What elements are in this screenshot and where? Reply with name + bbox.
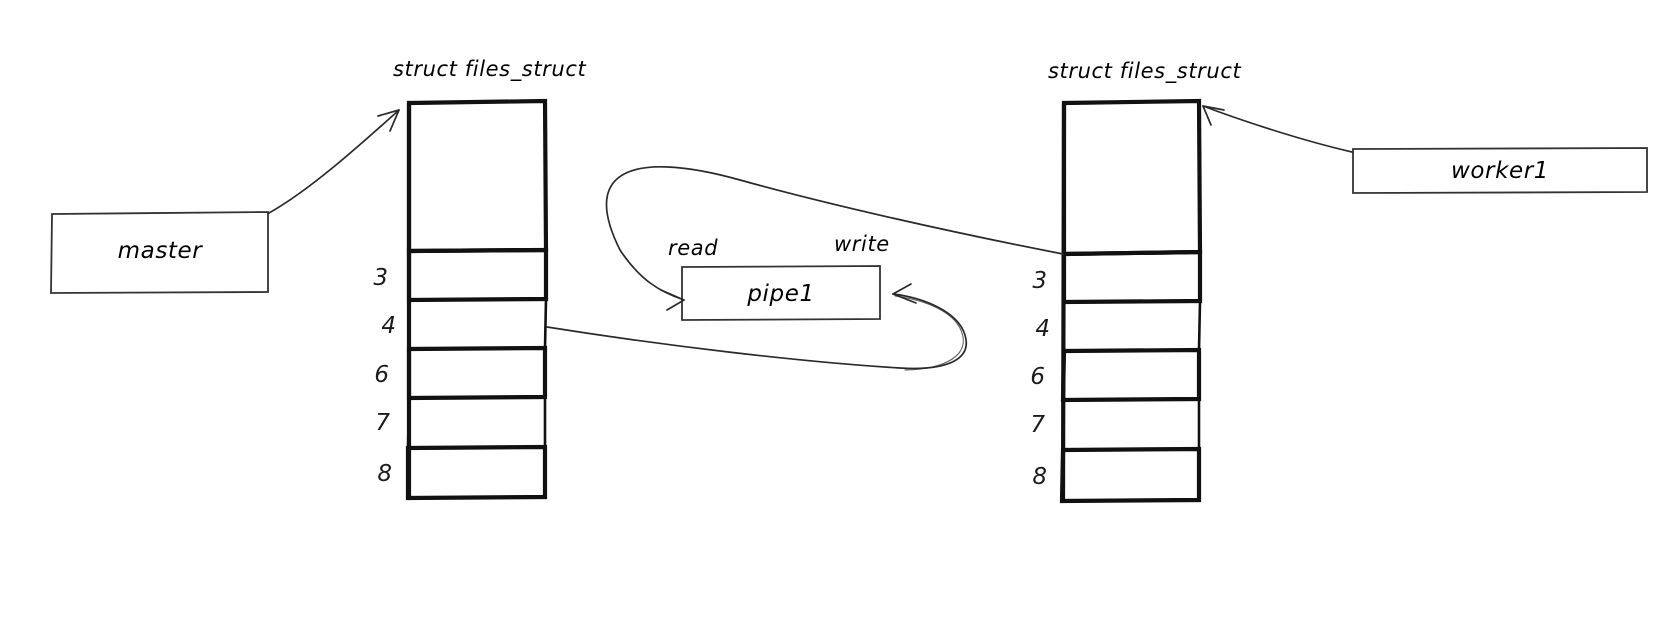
fd-table-left-cell-6 [406,345,548,401]
fd-left-row-label-3: 3 [373,265,388,291]
fd-left-row-label-8: 8 [377,461,392,487]
fd-table-right-cell-3 [1061,249,1203,305]
fd-right-row-label-7: 7 [1030,412,1045,438]
fd-table-right-cell-4 [1062,299,1202,353]
fd-table-right-cell-6 [1060,347,1202,403]
fd-table-left [405,98,549,501]
fd-left-row-label-7: 7 [375,410,390,436]
pipe1-box[interactable] [681,265,881,321]
fd-table-left-cell-7 [406,395,547,450]
fd-table-left-cell-4 [407,297,548,351]
arrow-write-master-fd4-to-pipe1 [546,283,968,371]
master-box[interactable] [50,211,269,294]
fd-table-right-cell-7 [1061,397,1201,452]
fd-table-left-cell-8 [405,444,548,501]
arrow-master-to-fd-table-left [268,109,400,214]
fd-table-right-spine [1060,100,1067,504]
fd-table-left-cell-0 [406,98,549,254]
fd-right-row-label-6: 6 [1030,364,1045,390]
worker1-box[interactable] [1352,147,1648,194]
fd-left-row-label-4: 4 [381,313,396,339]
fd-table-right [1059,98,1203,504]
fd-table-right-cell-0 [1061,98,1203,257]
fd-table-left-cell-3 [406,247,549,303]
fd-right-row-label-4: 4 [1035,316,1050,342]
arrow-read-worker1-fd3-to-pipe1 [605,165,1064,311]
fd-table-right-cell-8 [1059,446,1202,504]
arrow-worker1-to-fd-table-right [1202,105,1353,153]
fd-right-row-label-3: 3 [1032,268,1047,294]
fd-left-row-label-6: 6 [374,362,389,388]
fd-right-row-label-8: 8 [1032,464,1047,490]
